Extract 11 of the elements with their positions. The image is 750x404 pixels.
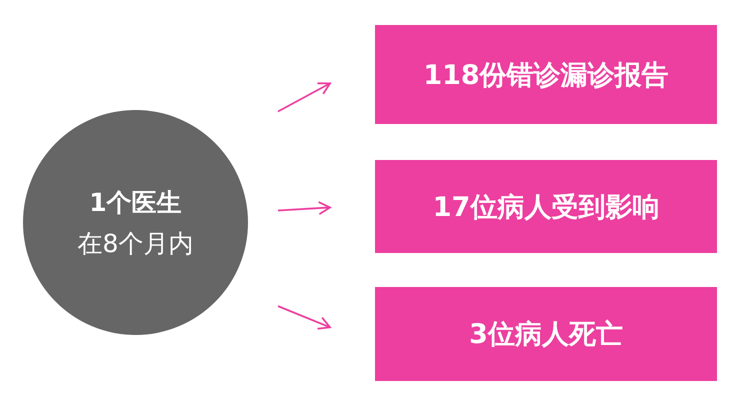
- stat-text: 118份错诊漏诊报告: [423, 58, 669, 92]
- subtext: 在8个月内: [78, 228, 194, 260]
- stat-box: [375, 25, 717, 124]
- stat-box: [375, 287, 717, 381]
- arrow: [278, 305, 331, 330]
- stat-text: 3位病人死亡: [469, 318, 623, 352]
- arrow: [278, 201, 331, 215]
- stat-box: [375, 160, 717, 253]
- stat-text: 17位病人受到影响: [432, 190, 660, 224]
- heading-text: 1个医生: [89, 186, 182, 218]
- arrow: [278, 82, 331, 112]
